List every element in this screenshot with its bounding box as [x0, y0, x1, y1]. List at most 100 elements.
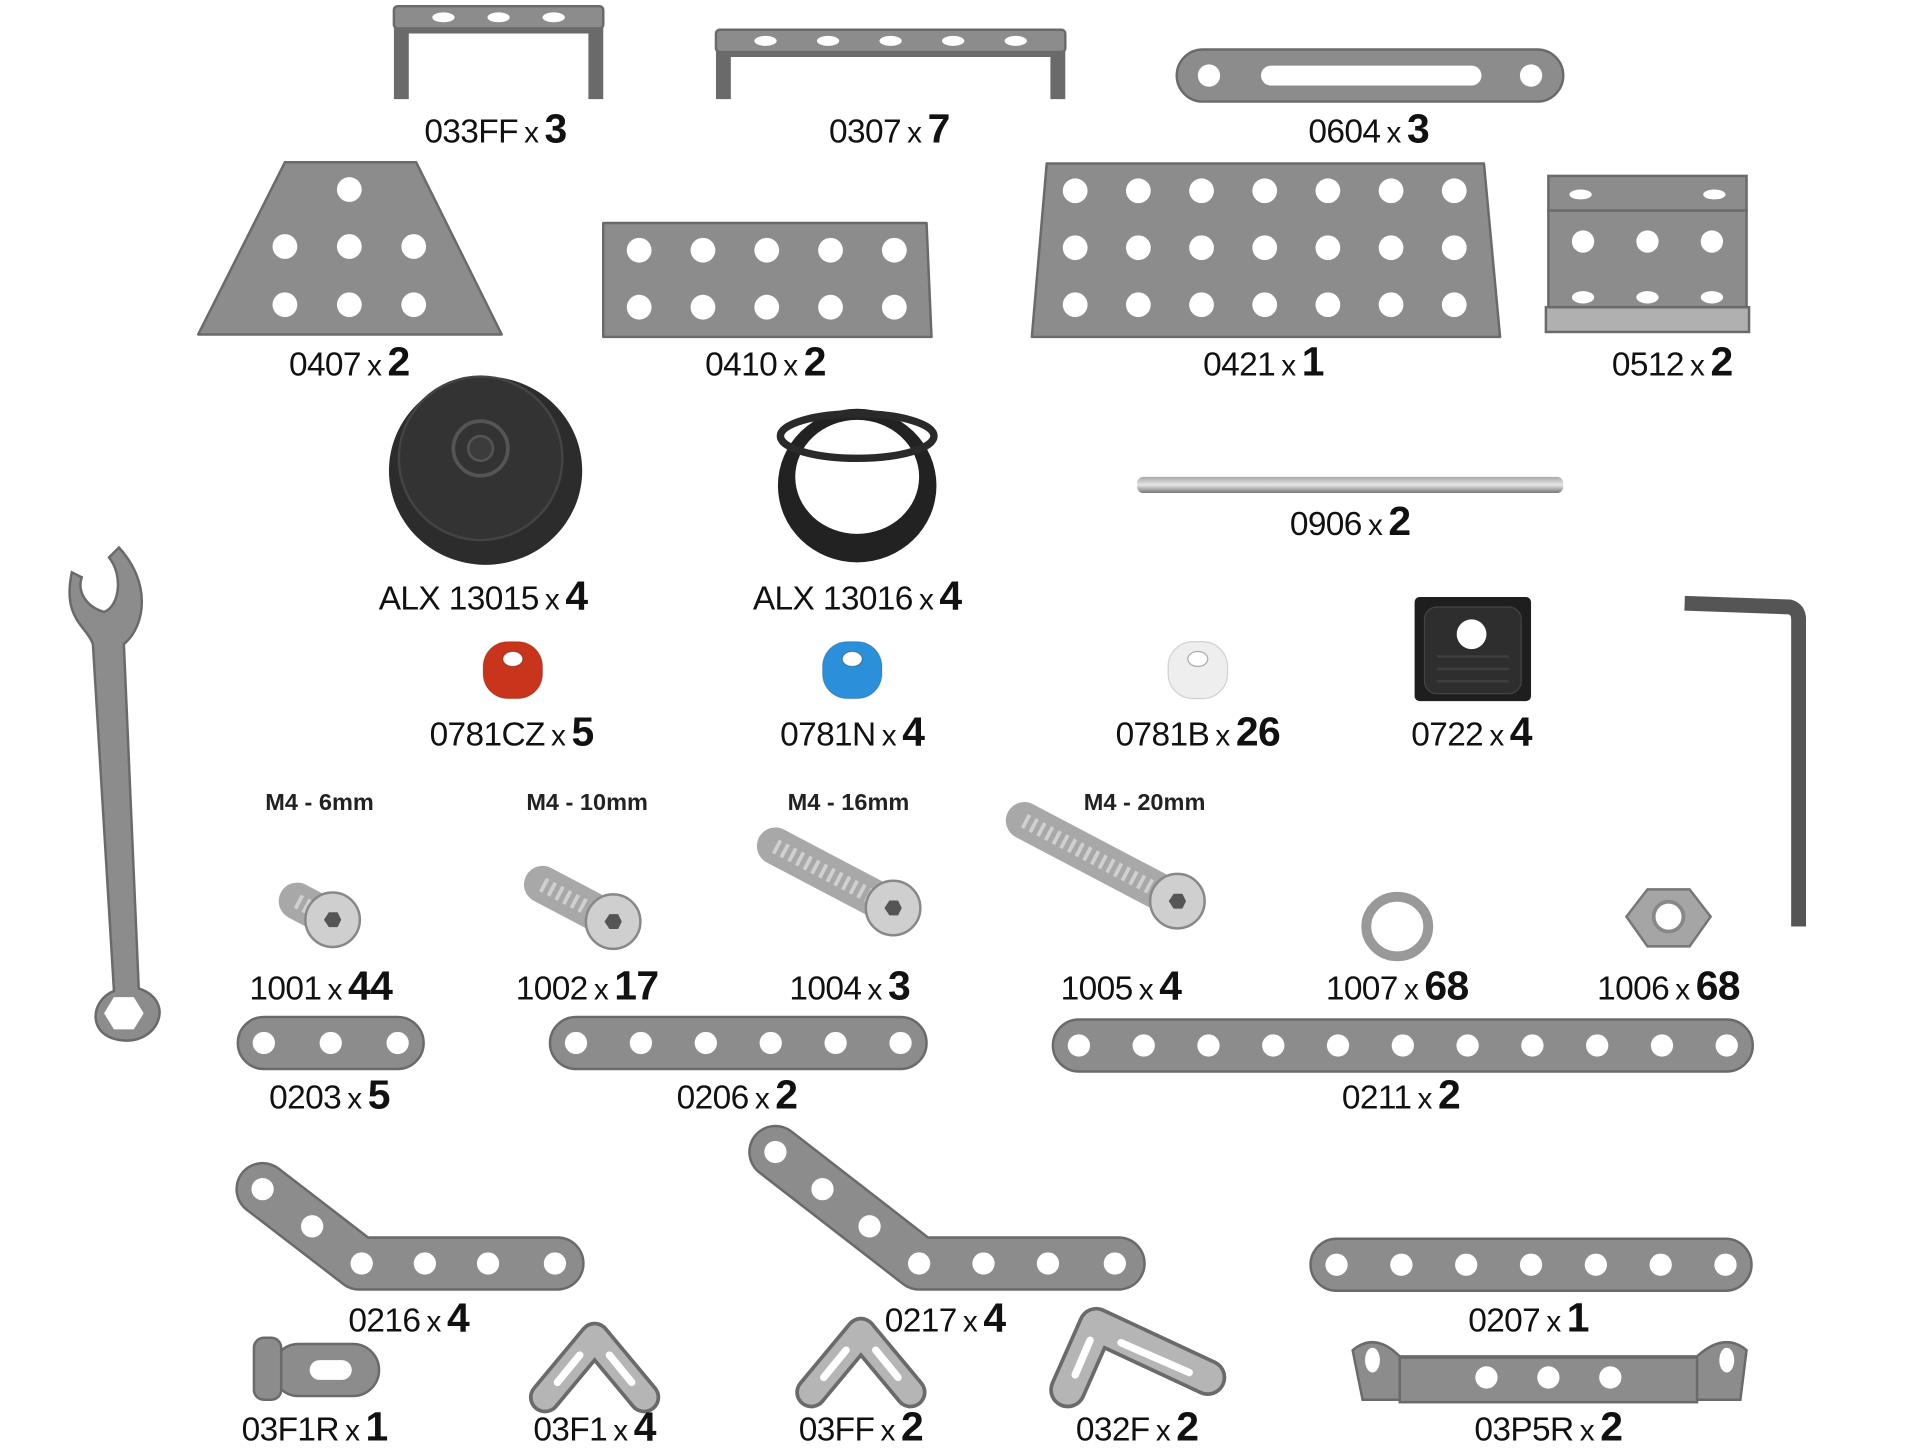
allen-key-icon: [1684, 595, 1807, 927]
bolt-16mm-icon: [756, 827, 922, 937]
u-bracket-icon: [392, 4, 605, 100]
part-quantity: 5: [367, 1071, 391, 1118]
part-code: 1007: [1325, 969, 1399, 1008]
part-quantity: 3: [1406, 105, 1430, 152]
part-code: 1004: [789, 969, 862, 1008]
bolt-size-label: M4 - 20mm: [1083, 790, 1206, 817]
times-sign: x: [918, 583, 934, 617]
part-code: 0906: [1289, 505, 1363, 543]
long-u-bracket-icon: [714, 28, 1067, 100]
part-code: 0781N: [780, 715, 876, 754]
part-code: 0203: [269, 1078, 342, 1117]
angle-bracket-icon: [528, 1321, 661, 1414]
times-sign: x: [1579, 1414, 1595, 1449]
bolt-size-label: M4 - 6mm: [265, 790, 374, 817]
part-code: 03F1: [533, 1410, 608, 1449]
part-code: 1006: [1597, 969, 1670, 1008]
times-sign: x: [1138, 973, 1154, 1008]
angle-bracket-double-icon: [1049, 1306, 1227, 1409]
times-sign: x: [1417, 1082, 1433, 1117]
times-sign: x: [1546, 1305, 1561, 1340]
part-quantity: 2: [1388, 497, 1411, 544]
part-quantity: 1: [1566, 1294, 1590, 1341]
part-quantity: 2: [1600, 1403, 1623, 1449]
slotted-angle-bracket-icon: [252, 1336, 381, 1401]
part-code: 033FF: [424, 112, 518, 150]
times-sign: x: [347, 1082, 362, 1117]
nut-icon: [1624, 888, 1713, 948]
strip-3-icon: [236, 1015, 425, 1071]
times-sign: x: [962, 1305, 978, 1340]
part-quantity: 4: [983, 1294, 1006, 1341]
strip-7-icon: [1309, 1237, 1753, 1292]
times-sign: x: [544, 583, 560, 617]
slotted-strip-icon: [1175, 48, 1565, 103]
part-quantity: 4: [446, 1294, 470, 1341]
blue-spacer-icon: [821, 641, 883, 700]
part-quantity: 2: [775, 1071, 798, 1118]
part-quantity: 4: [1159, 962, 1182, 1009]
part-code: 1002: [515, 969, 589, 1008]
angled-strip-long-icon: [748, 1124, 1146, 1291]
times-sign: x: [524, 116, 539, 150]
part-quantity: 2: [1437, 1071, 1461, 1118]
part-code: 0216: [348, 1301, 421, 1340]
part-quantity: 2: [387, 338, 411, 384]
times-sign: x: [783, 349, 798, 383]
black-block-icon: [1414, 597, 1532, 702]
part-quantity: 3: [544, 105, 568, 152]
part-quantity: 3: [887, 962, 911, 1009]
part-quantity: 5: [571, 708, 594, 755]
part-quantity: 7: [927, 105, 951, 152]
part-code: 03F1R: [241, 1410, 340, 1449]
part-quantity: 4: [902, 708, 925, 755]
part-code: 0781B: [1115, 715, 1210, 754]
part-code: 0307: [829, 112, 902, 150]
times-sign: x: [345, 1414, 360, 1449]
part-code: 03P5R: [1474, 1410, 1574, 1449]
part-code: 1005: [1060, 969, 1134, 1008]
part-code: 0410: [705, 345, 778, 383]
times-sign: x: [1690, 349, 1705, 383]
part-quantity: 4: [565, 572, 588, 619]
times-sign: x: [880, 1414, 896, 1449]
washer-icon: [1361, 891, 1434, 962]
bolt-20mm-icon: [1005, 802, 1206, 930]
part-code: 1001: [249, 969, 322, 1008]
part-quantity: 4: [1509, 708, 1533, 755]
tire-icon: [776, 408, 938, 563]
part-code: 0211: [1341, 1078, 1412, 1117]
trapezoid-plate-icon: [196, 161, 503, 336]
angled-strip-icon: [235, 1161, 585, 1291]
part-quantity: 4: [633, 1403, 657, 1449]
part-code: 0512: [1611, 345, 1685, 383]
times-sign: x: [1155, 1414, 1171, 1449]
times-sign: x: [1281, 349, 1296, 383]
part-quantity: 2: [900, 1403, 924, 1449]
flat-plate-icon: [602, 221, 933, 339]
times-sign: x: [1489, 719, 1504, 754]
strip-11-icon: [1051, 1018, 1754, 1073]
axle-rod-icon: [1137, 476, 1564, 494]
